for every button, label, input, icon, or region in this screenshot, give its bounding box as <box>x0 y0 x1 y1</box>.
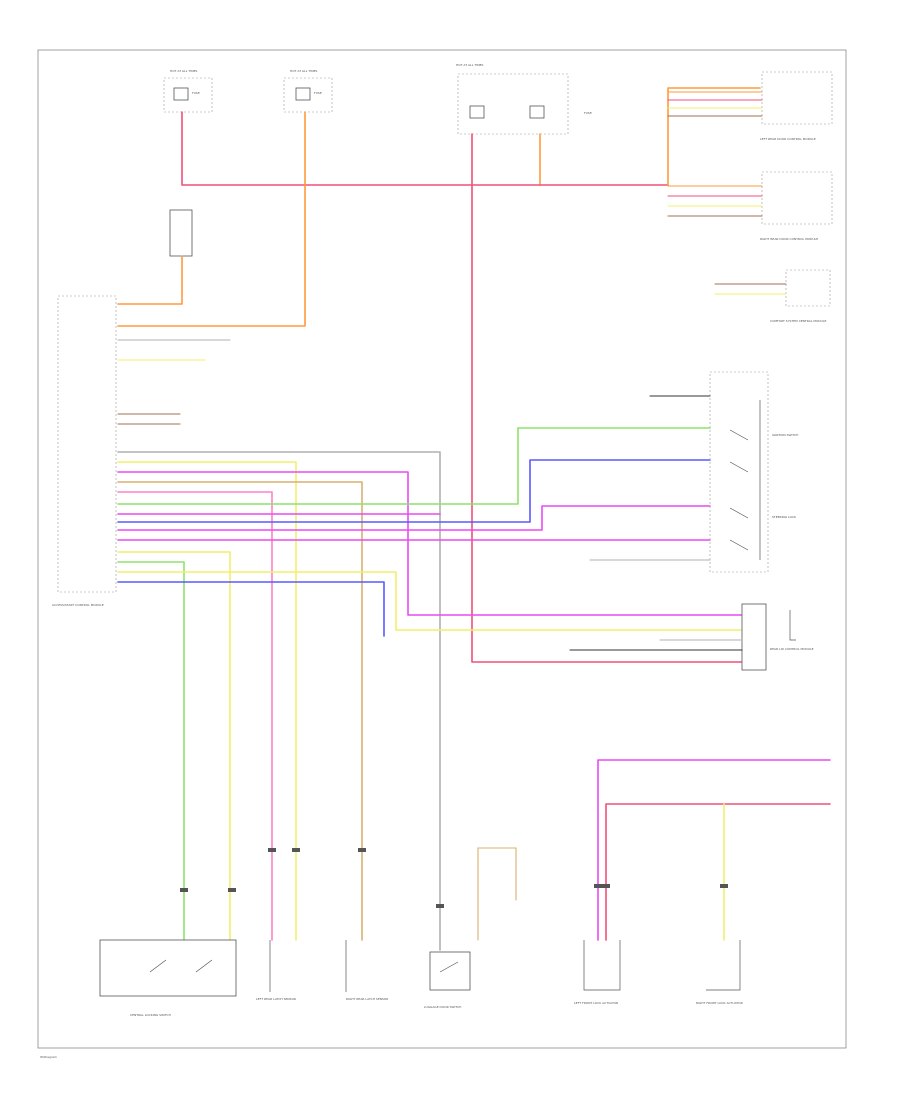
central-locking-switch-label: CENTRAL LOCKING SWITCH <box>130 1013 171 1017</box>
left-rear-ctrl-module: LEFT REAR DOOR CONTROL MODULE <box>667 71 833 141</box>
wire-bundle-gray <box>117 451 441 951</box>
fuse-box-3: HOT AT ALL TIMES FUSE <box>456 63 592 135</box>
wire-bundle-yellow-2 <box>117 551 231 941</box>
wire-bundle-pink <box>117 491 273 941</box>
lf-latch: LEFT FRONT LOCK ACTUATOR <box>574 940 621 1005</box>
ignition-switch-label: IGNITION SWITCH <box>772 433 798 437</box>
right-door-sensor-label: RIGHT REAR LATCH SENSOR <box>346 997 388 1001</box>
wire-bundle-violet-1 <box>117 471 743 616</box>
wire-bundle-blue-1 <box>117 459 711 523</box>
rear-lid-module-label: REAR LID CONTROL MODULE <box>770 647 814 651</box>
svg-text:FUSE: FUSE <box>314 91 322 95</box>
wire-bundle-yellow-1 <box>117 461 297 941</box>
wire-lower-red <box>605 803 831 941</box>
diagram-frame <box>37 49 847 1049</box>
fuse-box-2-label: HOT AT ALL TIMES <box>290 69 318 73</box>
steering-lock-label: STEERING LOCK <box>772 515 797 519</box>
wire-bundle-blue-2 <box>117 581 385 637</box>
left-rear-ctrl-label: LEFT REAR DOOR CONTROL MODULE <box>760 137 816 141</box>
wire-bundle-green <box>117 427 711 505</box>
wire-orange-top <box>117 111 306 327</box>
wire-red-down <box>471 133 743 663</box>
ignition-switch: IGNITION SWITCH STEERING LOCK <box>709 371 798 573</box>
wire-orange-right-up <box>667 87 761 186</box>
right-rear-ctrl-module: RIGHT REAR DOOR CONTROL MODULE <box>667 171 833 241</box>
wire-bundle-violet-3 <box>117 505 711 531</box>
fuse-box-1-label: HOT AT ALL TIMES <box>170 69 198 73</box>
left-door-sensor: LEFT REAR LATCH SENSOR <box>256 940 296 1001</box>
luggage-switch-label: LUGGAGE DOOR SWITCH <box>424 1005 461 1009</box>
fuse-box-3-label: HOT AT ALL TIMES <box>456 63 484 67</box>
fuse-box-2: HOT AT ALL TIMES FUSE <box>283 69 333 113</box>
right-rear-ctrl-label: RIGHT REAR DOOR CONTROL MODULE <box>760 237 818 241</box>
access-start-module-label: ACCESS/START CONTROL MODULE <box>52 603 104 607</box>
svg-text:FUSE: FUSE <box>584 111 592 115</box>
wire-orange-relay <box>117 255 183 305</box>
wire-bundle-tan <box>117 481 363 941</box>
comfort-module-label: COMFORT SYSTEM CENTRAL MODULE <box>770 319 827 323</box>
wire-bundle-yellow-3 <box>117 571 743 631</box>
rf-latch: RIGHT FRONT LOCK ACTUATOR <box>696 940 743 1005</box>
central-locking-switch: CENTRAL LOCKING SWITCH <box>99 939 237 1017</box>
footer-code: W/Diagram <box>40 1055 57 1059</box>
rear-lid-module: REAR LID CONTROL MODULE <box>741 603 814 671</box>
access-start-module: ACCESS/START CONTROL MODULE <box>52 295 117 607</box>
luggage-switch: LUGGAGE DOOR SWITCH <box>424 951 471 1009</box>
wire-luggage-tan <box>477 847 517 941</box>
lf-latch-label: LEFT FRONT LOCK ACTUATOR <box>574 1001 618 1005</box>
wire-lower-violet <box>597 759 831 941</box>
left-door-sensor-label: LEFT REAR LATCH SENSOR <box>256 997 296 1001</box>
fuse-box-1: HOT AT ALL TIMES FUSE <box>163 69 213 113</box>
svg-text:FUSE: FUSE <box>192 91 200 95</box>
wire-bundle-green-2 <box>117 561 185 941</box>
rf-latch-label: RIGHT FRONT LOCK ACTUATOR <box>696 1001 743 1005</box>
connectors <box>180 848 728 908</box>
wire-red-top <box>181 111 541 186</box>
relay-component <box>169 209 193 257</box>
right-door-sensor: RIGHT REAR LATCH SENSOR <box>345 940 388 1001</box>
comfort-module: COMFORT SYSTEM CENTRAL MODULE <box>714 269 831 323</box>
